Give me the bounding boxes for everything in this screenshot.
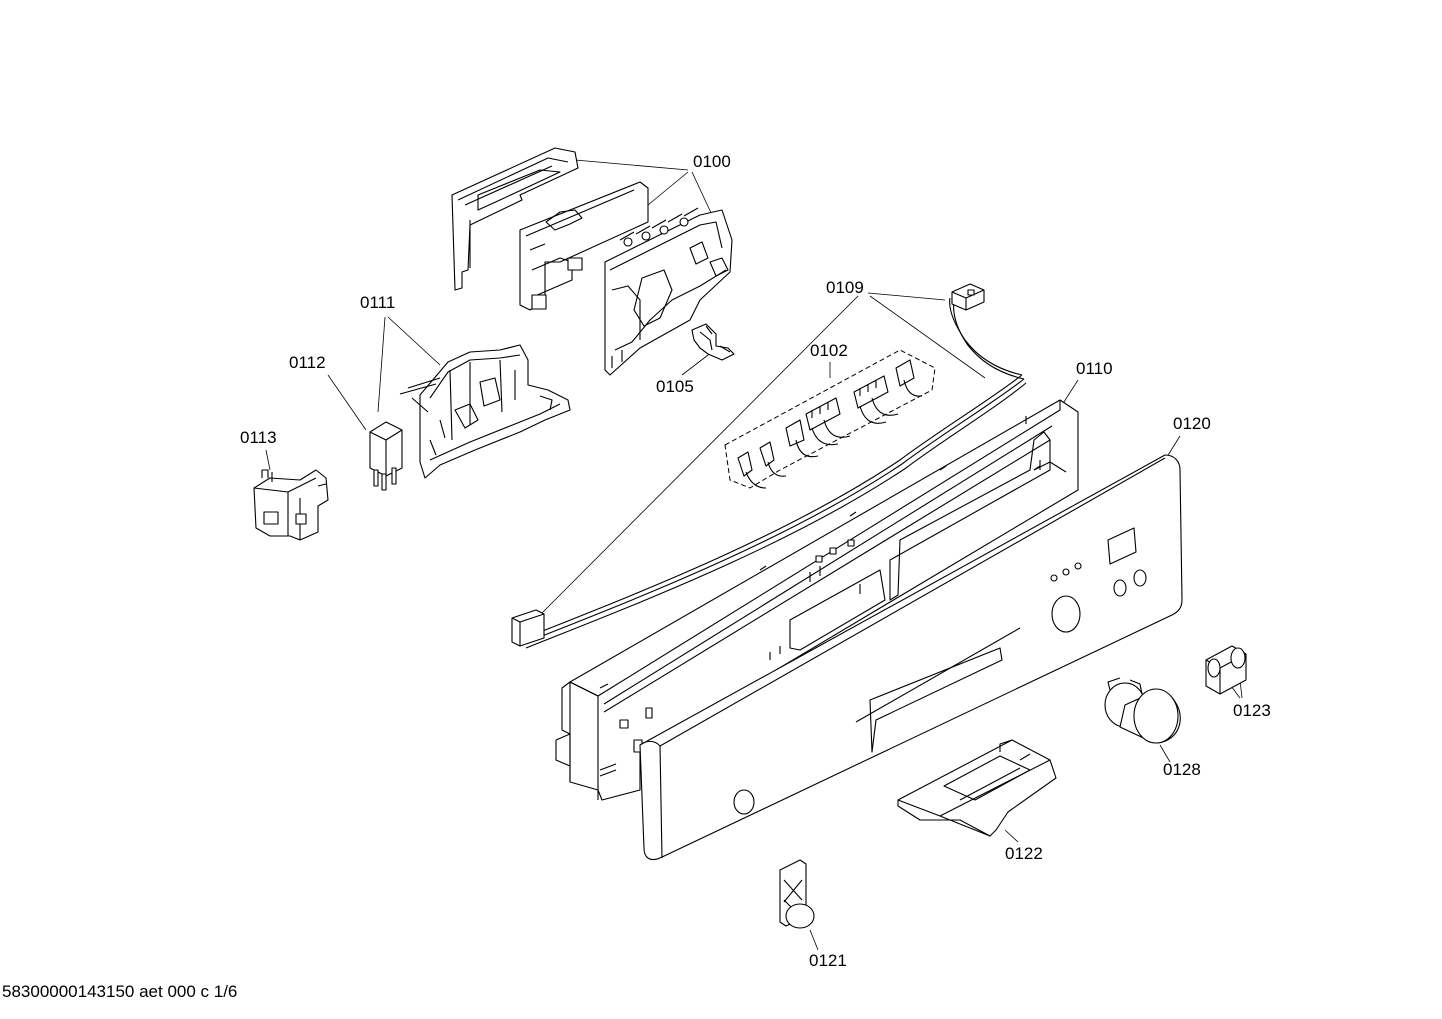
part-0113-switch bbox=[253, 469, 329, 541]
part-0121-actuator bbox=[779, 859, 815, 929]
label-0123: 0123 bbox=[1233, 701, 1271, 720]
part-0112-suppressor bbox=[369, 421, 403, 491]
part-0128-knob bbox=[1104, 677, 1181, 744]
part-0122-handle bbox=[897, 739, 1057, 837]
label-0105: 0105 bbox=[656, 377, 694, 396]
part-0102-connector-set bbox=[724, 349, 936, 489]
label-0128: 0128 bbox=[1163, 760, 1201, 779]
label-0112: 0112 bbox=[289, 353, 326, 372]
part-0120-front-panel bbox=[639, 454, 1183, 861]
part-0100-electronic-module bbox=[451, 147, 733, 376]
label-0120: 0120 bbox=[1173, 414, 1211, 433]
document-reference-footer: 58300000143150 aet 000 c 1/6 bbox=[2, 982, 238, 1001]
part-0105-connector bbox=[691, 323, 735, 361]
label-0110: 0110 bbox=[1076, 359, 1113, 378]
label-0109: 0109 bbox=[826, 278, 864, 297]
part-0111-door-lock bbox=[399, 344, 571, 479]
part-0123-lens bbox=[1205, 645, 1247, 695]
label-0121: 0121 bbox=[809, 951, 847, 970]
label-0122: 0122 bbox=[1005, 844, 1043, 863]
label-0102: 0102 bbox=[810, 341, 848, 360]
label-0113: 0113 bbox=[240, 428, 277, 447]
label-0100: 0100 bbox=[693, 152, 731, 171]
part-0109-cable-harness bbox=[511, 283, 1027, 649]
label-0111: 0111 bbox=[360, 293, 396, 312]
